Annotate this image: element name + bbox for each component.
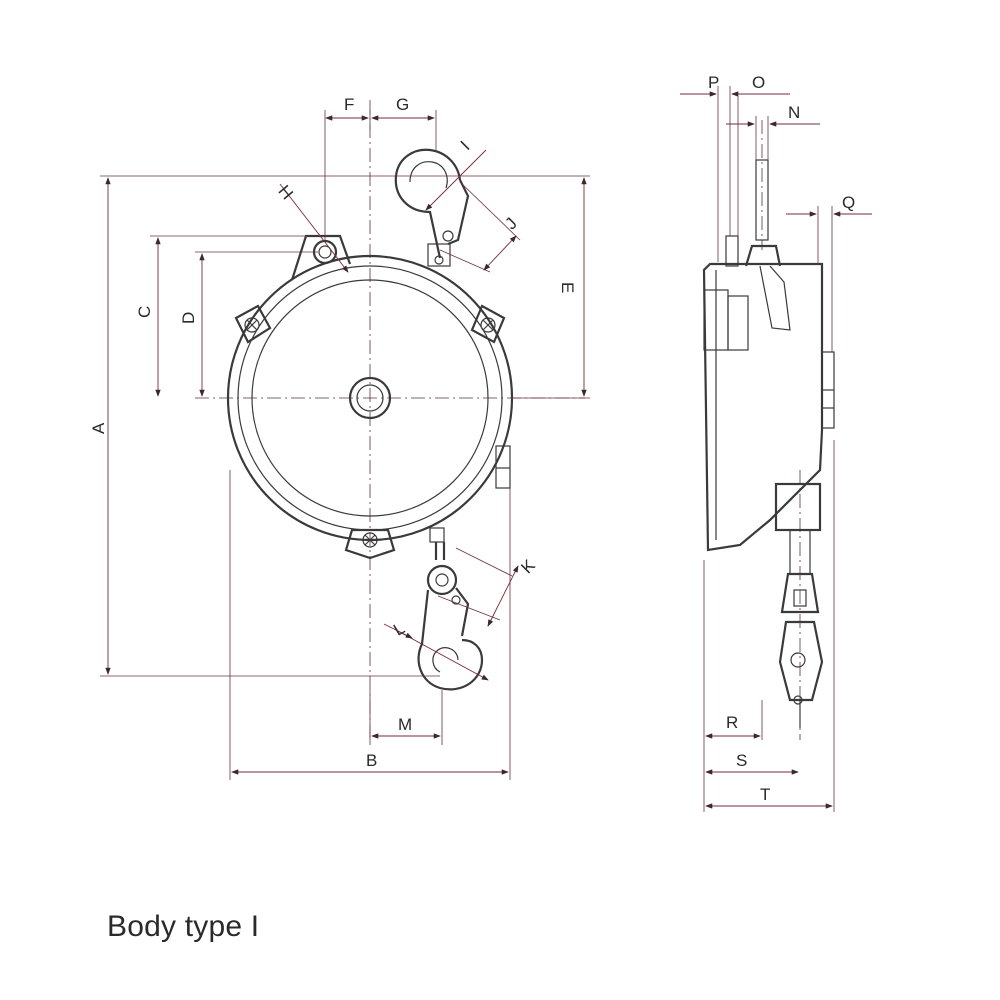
label-Q: Q bbox=[842, 193, 855, 212]
side-bottom-hook bbox=[774, 482, 824, 728]
screw-lug-bottom bbox=[344, 528, 396, 560]
label-C: C bbox=[135, 306, 154, 318]
side-top-hook bbox=[725, 159, 791, 331]
figure-caption: Body type I bbox=[107, 910, 260, 943]
front-view bbox=[100, 100, 590, 780]
label-G: G bbox=[396, 95, 409, 114]
label-A: A bbox=[89, 422, 108, 434]
label-H: H bbox=[274, 182, 296, 204]
bottom-hook bbox=[417, 527, 484, 691]
label-O: O bbox=[752, 73, 765, 92]
top-hook bbox=[394, 148, 470, 267]
label-T: T bbox=[760, 785, 770, 804]
label-R: R bbox=[726, 713, 738, 732]
side-body bbox=[702, 262, 824, 552]
drum-cover bbox=[251, 279, 489, 517]
label-D: D bbox=[179, 312, 198, 324]
label-F: F bbox=[344, 95, 354, 114]
dimension-labels: A C D E F G H I J K L M B P O N Q R S T bbox=[89, 73, 855, 804]
label-S: S bbox=[736, 751, 747, 770]
label-J: J bbox=[501, 214, 520, 233]
label-K: K bbox=[517, 555, 539, 577]
label-P: P bbox=[708, 73, 719, 92]
label-M: M bbox=[398, 715, 412, 734]
side-view bbox=[680, 86, 872, 812]
screw-lug-right bbox=[470, 304, 506, 344]
center-hub bbox=[348, 376, 392, 420]
label-I: I bbox=[457, 137, 474, 154]
screw-lug-left bbox=[234, 304, 272, 344]
mounting-eye bbox=[290, 234, 352, 281]
label-L: L bbox=[390, 618, 408, 639]
label-N: N bbox=[788, 103, 800, 122]
label-E: E bbox=[558, 282, 577, 293]
label-B: B bbox=[366, 751, 377, 770]
